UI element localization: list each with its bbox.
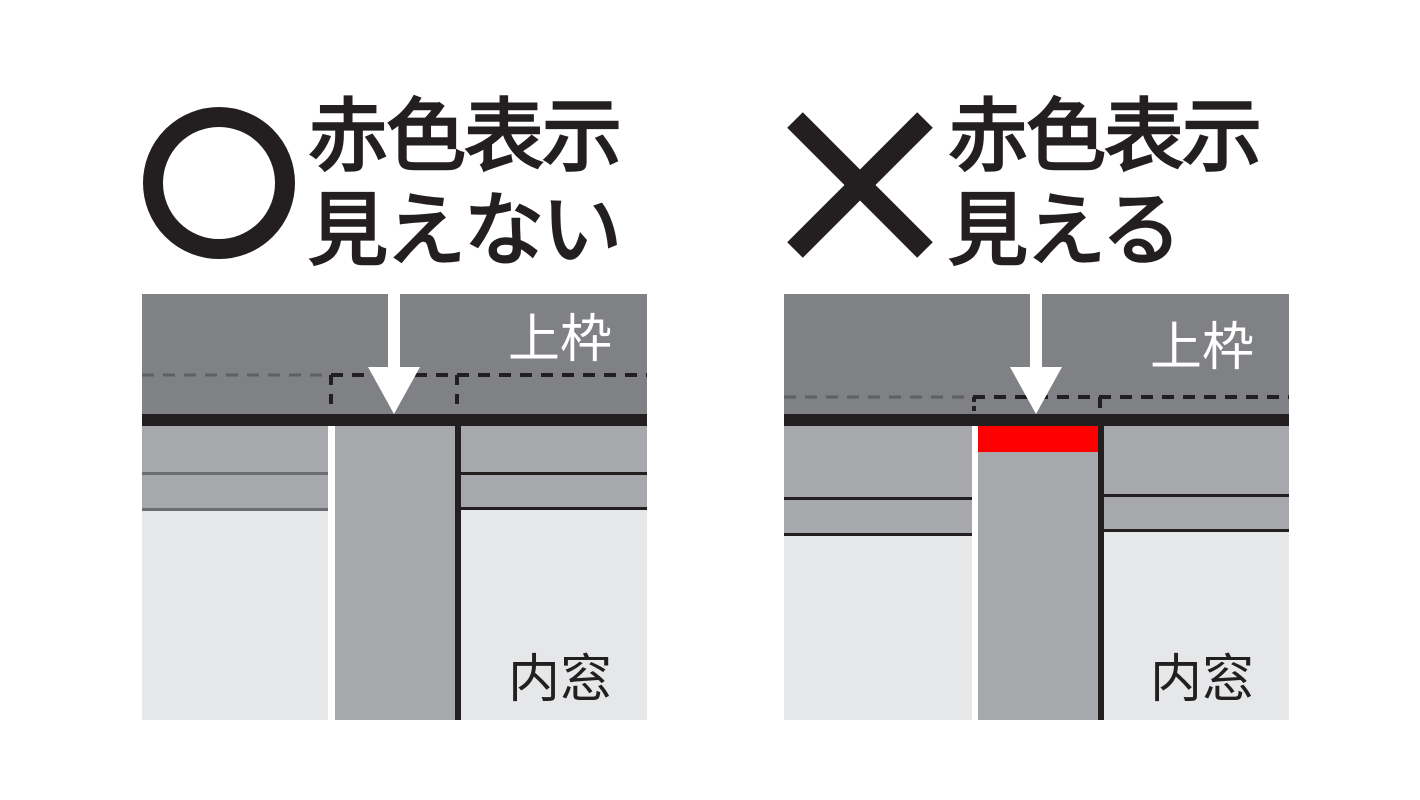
left-sash-rail (142, 426, 328, 511)
rail-line (784, 497, 972, 500)
right-heading-line1: 赤色表示 (948, 90, 1262, 183)
rail-line (1104, 494, 1289, 497)
rail-line (461, 472, 647, 475)
rail-line (1104, 529, 1289, 532)
stile-line (455, 426, 461, 720)
circle-correct-icon (143, 107, 295, 259)
arrow-shaft (1030, 294, 1042, 370)
left-sash-rail (784, 426, 972, 536)
frame-bottom-bar (142, 414, 647, 426)
inner-window-label: 内窓 (1150, 650, 1255, 710)
rail-line (461, 507, 647, 510)
upper-frame-label: 上枠 (1150, 318, 1255, 378)
left-panel-diagram (142, 107, 647, 720)
right-sash-rail (1104, 426, 1289, 532)
red-indicator (978, 426, 1098, 452)
arrow-down-icon (368, 367, 420, 414)
inner-window-label: 内窓 (508, 650, 613, 710)
center-stile (335, 426, 455, 720)
center-stile (978, 426, 1098, 720)
frame-bottom-bar (784, 414, 1289, 426)
right-sash-rail (461, 426, 647, 510)
rail-line (142, 508, 328, 511)
arrow-down-icon (1010, 367, 1062, 414)
left-heading-line1: 赤色表示 (308, 90, 622, 183)
upper-frame-label: 上枠 (508, 310, 613, 370)
right-heading-line2: 見える (948, 184, 1182, 277)
left-heading-line2: 見えない (308, 184, 622, 277)
arrow-shaft (388, 294, 400, 370)
cross-wrong-icon (787, 112, 933, 258)
right-panel-diagram (784, 112, 1289, 720)
rail-line (784, 533, 972, 536)
rail-line (142, 472, 328, 475)
stile-line (1098, 426, 1104, 720)
